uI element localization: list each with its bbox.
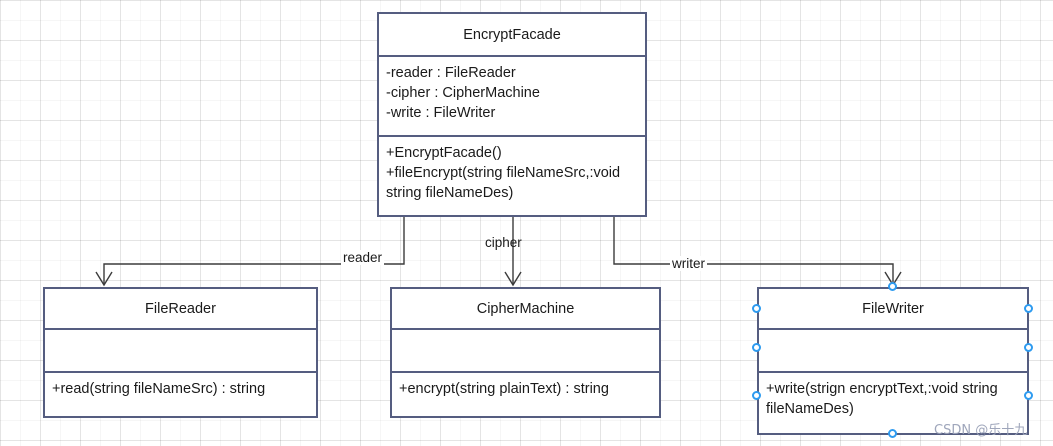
class-name-encrypt-facade: EncryptFacade	[379, 14, 645, 57]
class-attributes-file-writer	[759, 330, 1027, 373]
class-attributes-encrypt-facade: -reader : FileReader -cipher : CipherMac…	[379, 57, 645, 137]
edge-cipher[interactable]	[504, 217, 522, 287]
edge-label-reader[interactable]: reader	[341, 250, 385, 265]
class-attributes-file-reader	[45, 330, 316, 373]
edge-label-cipher[interactable]: cipher	[485, 235, 522, 250]
operation-row: +EncryptFacade()	[386, 145, 502, 161]
operation-row: +write(strign encryptText,:void string f…	[766, 381, 1002, 417]
selection-handle-bottom[interactable]	[888, 429, 897, 438]
class-name-file-reader: FileReader	[45, 289, 316, 330]
selection-handle-right-top[interactable]	[1024, 304, 1033, 313]
selection-handle-top[interactable]	[888, 282, 897, 291]
class-attributes-cipher-machine	[392, 330, 659, 373]
class-box-cipher-machine[interactable]: CipherMachine +encrypt(string plainText)…	[390, 287, 661, 418]
edge-writer[interactable]	[613, 217, 902, 287]
selection-handle-left-bottom[interactable]	[752, 391, 761, 400]
class-box-encrypt-facade[interactable]: EncryptFacade -reader : FileReader -ciph…	[377, 12, 647, 217]
watermark: CSDN @乐十九	[934, 423, 1028, 438]
operation-row: +encrypt(string plainText) : string	[399, 381, 609, 397]
operation-row: +read(string fileNameSrc) : string	[52, 381, 266, 397]
class-name-cipher-machine: CipherMachine	[392, 289, 659, 330]
class-name-file-writer: FileWriter	[759, 289, 1027, 330]
selection-handle-right-bottom[interactable]	[1024, 391, 1033, 400]
class-operations-encrypt-facade: +EncryptFacade() +fileEncrypt(string fil…	[379, 137, 645, 209]
class-box-file-reader[interactable]: FileReader +read(string fileNameSrc) : s…	[43, 287, 318, 418]
class-box-file-writer[interactable]: FileWriter +write(strign encryptText,:vo…	[757, 287, 1029, 435]
class-operations-file-reader: +read(string fileNameSrc) : string	[45, 373, 316, 405]
attribute-row: -reader : FileReader	[386, 65, 516, 81]
attribute-row: -cipher : CipherMachine	[386, 85, 540, 101]
edge-label-writer[interactable]: writer	[670, 256, 707, 271]
selection-handle-right-middle[interactable]	[1024, 343, 1033, 352]
attribute-row: -write : FileWriter	[386, 105, 496, 121]
selection-handle-left-top[interactable]	[752, 304, 761, 313]
class-operations-cipher-machine: +encrypt(string plainText) : string	[392, 373, 659, 405]
operation-row: +fileEncrypt(string fileNameSrc,:void st…	[386, 165, 625, 201]
class-operations-file-writer: +write(strign encryptText,:void string f…	[759, 373, 1027, 425]
selection-handle-left-middle[interactable]	[752, 343, 761, 352]
